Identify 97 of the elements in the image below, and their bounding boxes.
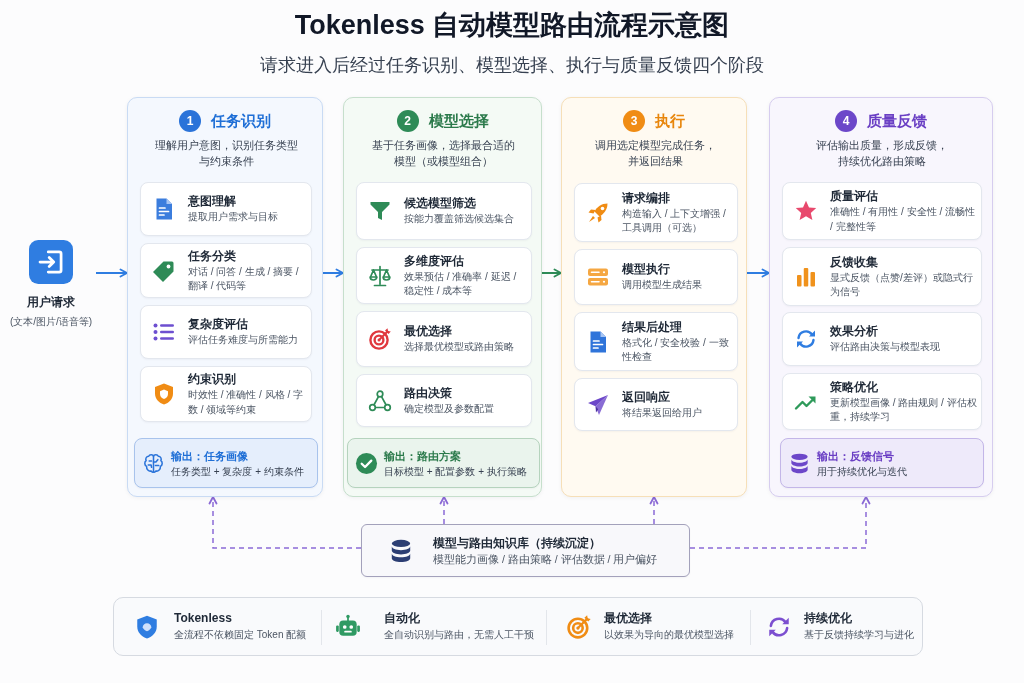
step-card [574,183,738,242]
step-card [140,243,312,298]
step-card [140,182,312,236]
step-description: 按能力覆盖筛选候选集合 [404,212,514,227]
step-description: 确定模型及参数配置 [404,401,494,416]
knowledge-base-title: 模型与路由知识库（持续沉淀） [433,534,601,551]
step-description: 选择最优模型或路由策略 [404,340,514,355]
step-title: 多维度评估 [404,252,464,269]
output-description: 目标模型 + 配置参数 + 执行策略 [384,464,527,479]
output-description: 用于持续优化与迭代 [817,464,907,479]
step-title: 反馈收集 [830,253,878,270]
step-title: 策略优化 [830,378,878,395]
output-card [780,438,984,488]
step-number: 3 [623,110,645,132]
step-title: 复杂度评估 [188,316,248,333]
step-title: 约束识别 [188,371,236,387]
step-title: 最优选择 [404,323,452,340]
step-title: 候选模型筛选 [404,195,476,212]
stage-title: 质量反馈 [867,111,927,131]
step-card [782,373,982,430]
feature-title: Tokenless [174,610,232,626]
dashed-arrow [689,496,871,549]
step-title: 质量评估 [830,188,878,204]
stage-title: 任务识别 [211,111,271,131]
step-title: 请求编排 [622,189,670,206]
subtitle: 请求进入后经过任务识别、模型选择、执行与质量反馈四个阶段 [260,54,764,77]
output-card [347,438,540,488]
output-description: 任务类型 + 复杂度 + 约束条件 [171,464,304,479]
step-description: 格式化 / 安全校验 / 一致性检查 [622,335,730,364]
feature-title: 自动化 [384,610,420,626]
step-title: 结果后处理 [622,318,682,335]
step-card [782,182,982,240]
step-title: 效果分析 [830,323,878,340]
step-card [782,312,982,366]
step-card [782,247,982,306]
step-description: 评估路由决策与模型表现 [830,340,940,355]
output-title: 输出：反馈信号 [817,448,894,464]
step-card [356,182,532,240]
dashed-arrow [208,496,362,549]
stage-description: 评估输出质量，形成反馈，持续优化路由策略 [815,138,949,169]
stage-description: 调用选定模型完成任务，并返回结果 [593,138,717,169]
arrow [746,268,770,278]
step-description: 将结果返回给用户 [622,405,702,420]
output-title: 输出：路由方案 [384,448,461,464]
output-card [134,438,318,488]
step-title: 模型执行 [622,261,670,278]
feature-title: 持续优化 [804,610,852,626]
stage-description: 基于任务画像，选择最合适的模型（或模型组合） [371,138,516,169]
step-card [574,312,738,371]
arrow [95,268,128,278]
step-card [140,305,312,359]
step-description: 效果预估 / 准确率 / 延迟 / 稳定性 / 成本等 [404,269,518,298]
step-description: 构造输入 / 上下文增强 / 工具调用（可选） [622,206,727,235]
step-title: 返回响应 [622,388,670,405]
arrow [322,268,344,278]
stage-panel [561,97,747,497]
stage-panel [343,97,542,497]
knowledge-base-box [361,524,690,577]
step-card [356,374,532,427]
step-number: 2 [396,110,419,132]
step-title: 路由决策 [404,384,452,401]
feature-description: 全流程不依赖固定 Token 配额 [174,628,307,642]
feature-description: 全自动识别与路由，无需人工干预 [384,628,534,642]
stage-title: 模型选择 [428,111,489,131]
stage-panel [769,97,993,497]
step-card [574,378,738,431]
arrow [541,268,562,278]
feature-bar [113,597,923,656]
feature-description: 基于反馈持续学习与进化 [804,628,914,642]
knowledge-base-description: 模型能力画像 / 路由策略 / 评估数据 / 用户偏好 [433,551,658,567]
dashed-arrow [649,496,659,525]
step-title: 意图理解 [188,193,236,210]
step-card [140,366,312,422]
stage-panel [127,97,323,497]
stage-description: 理解用户意图，识别任务类型与约束条件 [153,138,299,169]
step-title: 任务分类 [188,247,236,264]
output-title: 输出：任务画像 [171,448,248,464]
step-card [356,311,532,367]
request-title: 用户请求 [27,294,75,310]
step-description: 调用模型生成结果 [622,278,702,293]
step-description: 准确性 / 有用性 / 安全性 / 流畅性 / 完整性等 [830,205,976,234]
stage-title: 执行 [655,111,685,131]
step-description: 时效性 / 准确性 / 风格 / 字数 / 领域等约束 [188,388,304,417]
feature-description: 以效果为导向的最优模型选择 [604,628,734,642]
step-card [574,249,738,305]
step-description: 显式反馈（点赞/差评）或隐式行为信号 [830,270,974,299]
dashed-arrow [439,496,449,525]
step-number: 4 [835,110,857,132]
step-description: 更新模型画像 / 路由规则 / 评估权重，持续学习 [830,395,978,424]
step-description: 对话 / 问答 / 生成 / 摘要 / 翻译 / 代码等 [188,264,300,293]
request-note: (文本/图片/语音等) [9,315,93,329]
step-card [356,247,532,304]
step-number: 1 [179,110,201,132]
step-description: 提取用户需求与目标 [188,210,278,225]
feature-title: 最优选择 [604,610,652,626]
diagram-title: Tokenless 自动模型路由流程示意图 [294,9,730,42]
step-description: 评估任务难度与所需能力 [188,333,298,348]
